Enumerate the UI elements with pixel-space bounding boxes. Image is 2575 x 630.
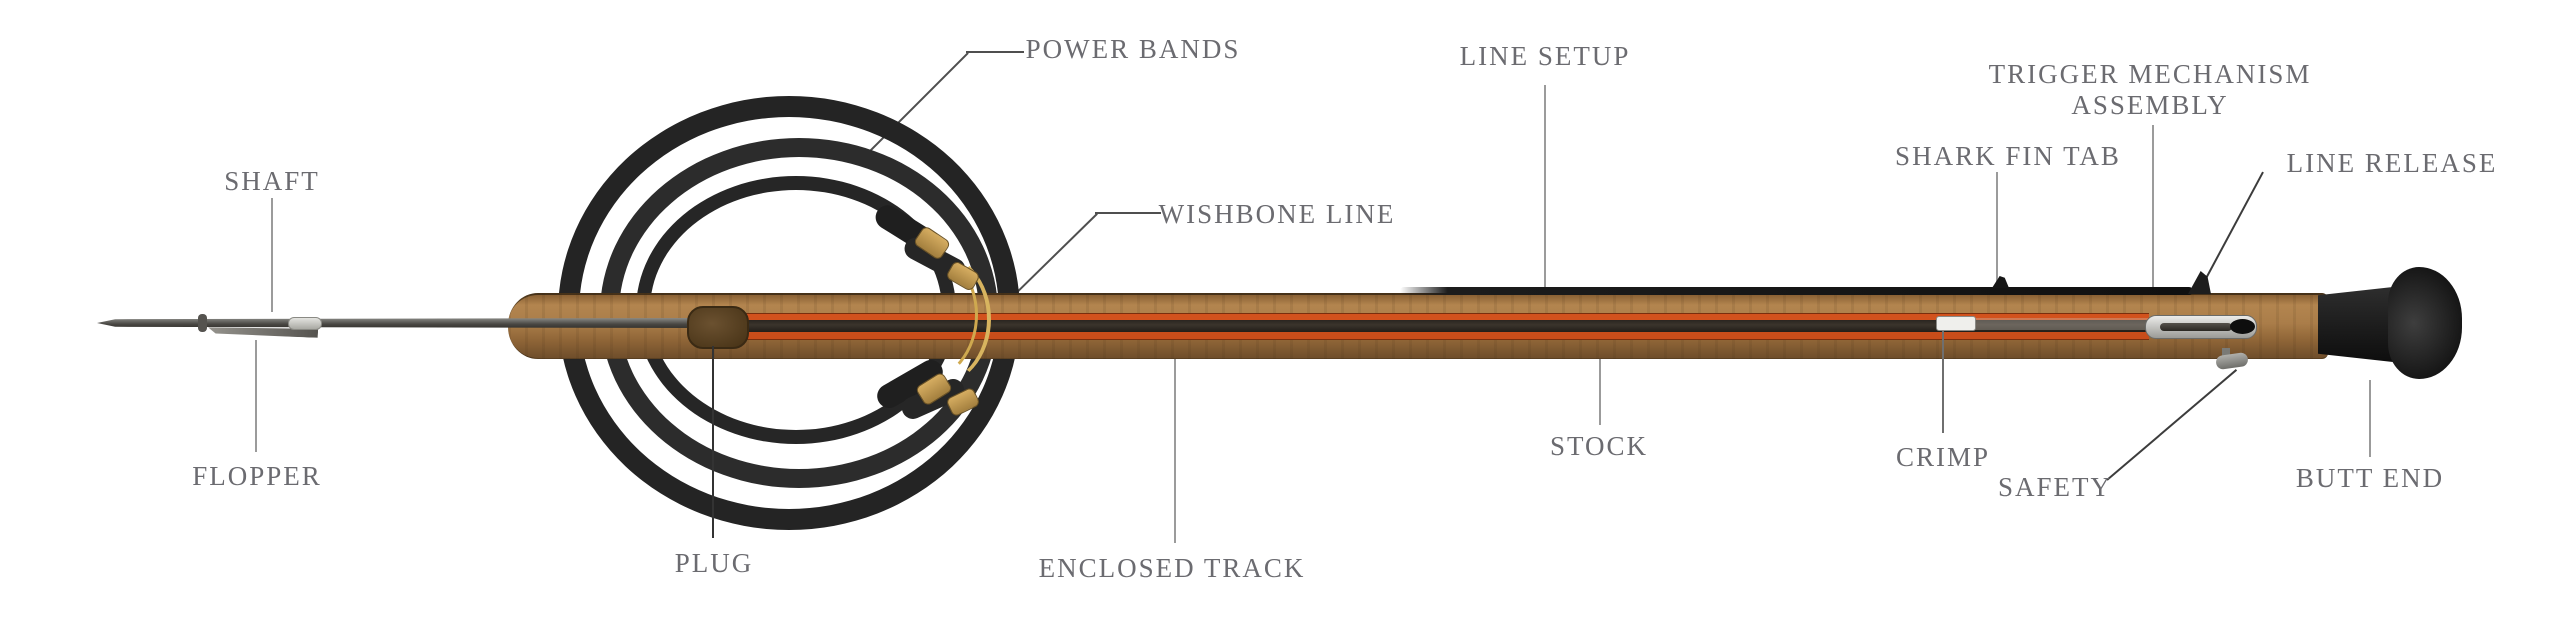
leader-power-bands-horizontal	[966, 51, 1024, 53]
label-trigger-mechanism-assembly: TRIGGER MECHANISM ASSEMBLY	[1989, 59, 2312, 121]
label-line-setup: LINE SETUP	[1459, 41, 1631, 71]
leader-trigger-mechanism	[2152, 125, 2154, 315]
leader-butt-end	[2369, 380, 2371, 457]
wishbone-cord	[872, 250, 991, 388]
trigger-hole	[2230, 319, 2255, 334]
shaft-ring	[198, 314, 207, 332]
leader-shark-fin-tab	[1996, 172, 1998, 282]
enclosed-track-groove	[745, 320, 2153, 332]
line-setup-rear-strands	[1973, 318, 2148, 330]
label-stock: STOCK	[1549, 431, 1649, 461]
label-flopper: FLOPPER	[192, 461, 322, 491]
leader-stock	[1599, 357, 1601, 425]
leader-flopper	[255, 340, 257, 452]
flopper-pivot-sleeve	[288, 317, 322, 330]
trigger-mechanism-part	[2145, 315, 2257, 339]
spear-shaft	[97, 318, 700, 328]
plug-part	[687, 306, 749, 349]
label-shark-fin-tab: SHARK FIN TAB	[1895, 141, 2121, 171]
shooting-line-top	[745, 313, 2149, 321]
trigger-slot	[2160, 323, 2232, 331]
label-plug: PLUG	[674, 548, 754, 578]
butt-pad-cap	[2388, 267, 2462, 379]
label-trigger-line2: ASSEMBLY	[2071, 90, 2229, 120]
shark-fin-tab-part	[1992, 276, 2009, 288]
leader-safety	[2106, 369, 2238, 481]
label-trigger-line1: TRIGGER MECHANISM	[1988, 59, 2312, 89]
leader-line-setup	[1544, 85, 1546, 291]
leader-crimp	[1942, 331, 1944, 433]
label-power-bands: POWER BANDS	[1025, 34, 1241, 64]
leader-shaft	[271, 198, 273, 312]
shaft-rear-over-stock	[1400, 287, 2193, 295]
leader-enclosed-track	[1174, 357, 1176, 543]
leader-wishbone-horizontal	[1095, 212, 1161, 214]
leader-line-release	[2202, 171, 2264, 285]
shooting-line-bottom	[745, 332, 2149, 340]
label-safety: SAFETY	[1997, 472, 2113, 502]
label-shaft: SHAFT	[224, 166, 320, 196]
label-wishbone-line: WISHBONE LINE	[1158, 199, 1396, 229]
safety-lever-part	[2215, 351, 2249, 371]
crimp-part	[1936, 316, 1976, 331]
label-enclosed-track: ENCLOSED TRACK	[1038, 553, 1306, 583]
label-crimp: CRIMP	[1895, 442, 1991, 472]
leader-plug	[712, 346, 714, 538]
label-line-release: LINE RELEASE	[2286, 148, 2498, 178]
wishbone-cord	[864, 247, 978, 383]
label-butt-end: BUTT END	[2295, 463, 2445, 493]
